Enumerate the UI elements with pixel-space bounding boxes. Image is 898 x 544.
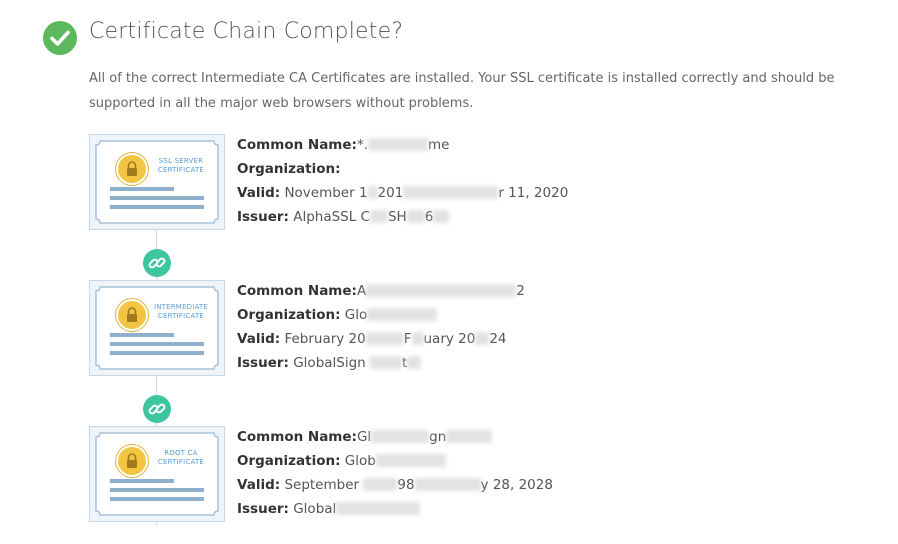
common-name-tail: 2 xyxy=(516,283,525,299)
certificate-line xyxy=(110,342,204,346)
certificate-type-label: INTERMEDIATE CERTIFICATE xyxy=(153,303,209,320)
intermediate-certificate-details: Common Name:A 2 Organization: Glo Valid: … xyxy=(237,279,525,375)
organization-row: Organization: xyxy=(237,157,568,181)
issuer-tail: t xyxy=(402,355,408,371)
root-ca-certificate-details: Common Name:Gl gn Organization: Glob Vali… xyxy=(237,425,553,521)
issuer-mid: SH xyxy=(387,209,407,225)
valid-tail: r 11, 2020 xyxy=(498,185,569,201)
common-name-row: Common Name:*. me xyxy=(237,133,568,157)
certificate-line xyxy=(110,479,174,483)
chain-link-icon xyxy=(143,249,171,277)
intermediate-certificate-card: INTERMEDIATE CERTIFICATE xyxy=(89,280,225,376)
certificate-type-label: SSL SERVER CERTIFICATE xyxy=(157,157,205,174)
common-name-label: Common Name: xyxy=(237,283,357,299)
valid-row: Valid: November 1 201 r 11, 2020 xyxy=(237,181,568,205)
common-name-row: Common Name:A 2 xyxy=(237,279,525,303)
redaction-blur xyxy=(411,332,424,345)
redaction-blur xyxy=(403,186,499,199)
redaction-blur xyxy=(367,186,378,199)
issuer-value: Global xyxy=(293,501,337,517)
redaction-blur xyxy=(375,454,446,467)
organization-label: Organization: xyxy=(237,453,341,469)
redaction-blur xyxy=(414,478,481,491)
valid-end: 24 xyxy=(489,331,507,347)
issuer-label: Issuer: xyxy=(237,355,289,371)
issuer-value: AlphaSSL C xyxy=(293,209,370,225)
redaction-blur xyxy=(371,430,430,443)
issuer-label: Issuer: xyxy=(237,501,289,517)
valid-tail: uary 20 xyxy=(423,331,476,347)
common-name-row: Common Name:Gl gn xyxy=(237,425,553,449)
lock-icon xyxy=(116,153,148,185)
common-name-tail: gn xyxy=(429,429,447,445)
valid-value: November 1 xyxy=(284,185,368,201)
organization-row: Organization: Glo xyxy=(237,303,525,327)
common-name-value: A xyxy=(356,283,367,299)
organization-value: Glob xyxy=(344,453,376,469)
chain-summary-text: All of the correct Intermediate CA Certi… xyxy=(89,71,835,111)
certificate-frame xyxy=(95,286,219,370)
redaction-blur xyxy=(336,502,421,515)
issuer-tail: 6 xyxy=(424,209,434,225)
issuer-row: Issuer: Global xyxy=(237,497,553,521)
chain-link-icon xyxy=(143,395,171,423)
certificate-line xyxy=(110,351,204,355)
redaction-blur xyxy=(406,210,425,223)
lock-icon xyxy=(116,299,148,331)
issuer-row: Issuer: GlobalSign t xyxy=(237,351,525,375)
common-name-value: *. xyxy=(356,137,368,153)
lock-icon xyxy=(116,445,148,477)
redaction-blur xyxy=(475,332,490,345)
root-ca-certificate-card: ROOT CA CERTIFICATE xyxy=(89,426,225,522)
redaction-blur xyxy=(369,210,388,223)
certificate-line xyxy=(110,333,174,337)
chain-connector-line xyxy=(156,230,157,525)
valid-label: Valid: xyxy=(237,477,281,493)
valid-label: Valid: xyxy=(237,331,281,347)
valid-row: Valid: September 98 y 28, 2028 xyxy=(237,473,553,497)
common-name-value: Gl xyxy=(356,429,372,445)
redaction-blur xyxy=(446,430,493,443)
certificate-line xyxy=(110,187,174,191)
organization-row: Organization: Glob xyxy=(237,449,553,473)
certificate-frame xyxy=(95,432,219,516)
organization-label: Organization: xyxy=(237,307,341,323)
certificate-line xyxy=(110,488,204,492)
redaction-blur xyxy=(433,210,450,223)
page-title: Certificate Chain Complete? xyxy=(89,19,404,44)
valid-value: September xyxy=(284,477,360,493)
common-name-label: Common Name: xyxy=(237,137,357,153)
certificate-line xyxy=(110,205,204,209)
valid-tail: y 28, 2028 xyxy=(480,477,553,493)
common-name-label: Common Name: xyxy=(237,429,357,445)
common-name-tail: me xyxy=(427,137,450,153)
ssl-server-certificate-card: SSL SERVER CERTIFICATE xyxy=(89,134,225,230)
redaction-blur xyxy=(367,138,428,151)
issuer-label: Issuer: xyxy=(237,209,289,225)
redaction-blur xyxy=(367,308,438,321)
valid-label: Valid: xyxy=(237,185,281,201)
redaction-blur xyxy=(370,356,403,369)
issuer-row: Issuer: AlphaSSL C SH 6 xyxy=(237,205,568,229)
organization-label: Organization: xyxy=(237,161,341,177)
redaction-blur xyxy=(407,356,422,369)
organization-value: Glo xyxy=(344,307,368,323)
check-circle-icon xyxy=(43,21,77,55)
valid-value: February 20 xyxy=(284,331,366,347)
redaction-blur xyxy=(366,284,517,297)
issuer-value: GlobalSign xyxy=(293,355,366,371)
valid-mid: F xyxy=(403,331,412,347)
redaction-blur xyxy=(363,478,398,491)
certificate-line xyxy=(110,497,204,501)
certificate-line xyxy=(110,196,204,200)
certificate-frame xyxy=(95,140,219,224)
valid-mid: 201 xyxy=(377,185,404,201)
valid-mid: 98 xyxy=(397,477,415,493)
certificate-type-label: ROOT CA CERTIFICATE xyxy=(157,449,205,466)
ssl-server-certificate-details: Common Name:*. me Organization: Valid: No… xyxy=(237,133,568,229)
redaction-blur xyxy=(365,332,404,345)
